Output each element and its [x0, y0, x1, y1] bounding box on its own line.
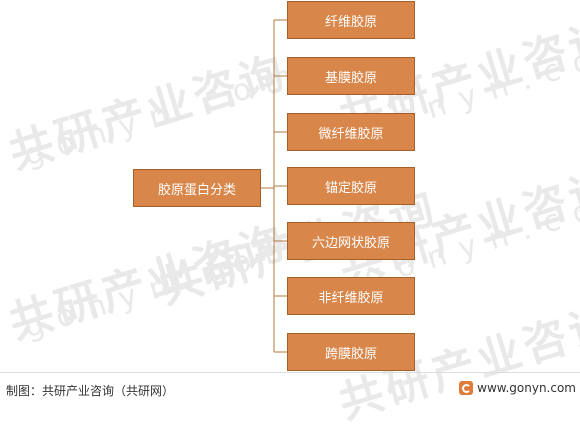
category-node-basement-membrane: 基膜胶原 — [287, 57, 415, 95]
footer-bar: 制图：共研产业咨询（共研网） www.gonyn.com — [0, 372, 580, 402]
category-node-label: 非纤维胶原 — [318, 290, 384, 306]
gonyn-logo-icon — [459, 381, 474, 395]
category-node-label: 六边网状胶原 — [311, 235, 390, 251]
category-node-microfibrillar: 微纤维胶原 — [287, 113, 415, 151]
category-node-label: 锚定胶原 — [324, 180, 377, 196]
category-node-fibrillar: 纤维胶原 — [287, 1, 415, 39]
category-node-hexagonal-network: 六边网状胶原 — [287, 222, 415, 260]
category-node-non-fibrillar: 非纤维胶原 — [287, 277, 415, 315]
category-node-anchoring: 锚定胶原 — [287, 167, 415, 205]
connector-lines — [261, 19, 287, 353]
source-caption: 制图：共研产业咨询（共研网） — [6, 384, 175, 398]
category-node-transmembrane: 跨膜胶原 — [287, 333, 415, 371]
root-node-label: 胶原蛋白分类 — [157, 182, 236, 198]
category-node-label: 基膜胶原 — [324, 70, 377, 86]
brand-url: www.gonyn.com — [477, 381, 576, 395]
category-node-label: 跨膜胶原 — [324, 346, 377, 362]
category-node-label: 纤维胶原 — [324, 14, 377, 30]
brand-mark: www.gonyn.com — [459, 381, 576, 395]
category-node-label: 微纤维胶原 — [318, 126, 384, 142]
root-node: 胶原蛋白分类 — [133, 169, 261, 207]
